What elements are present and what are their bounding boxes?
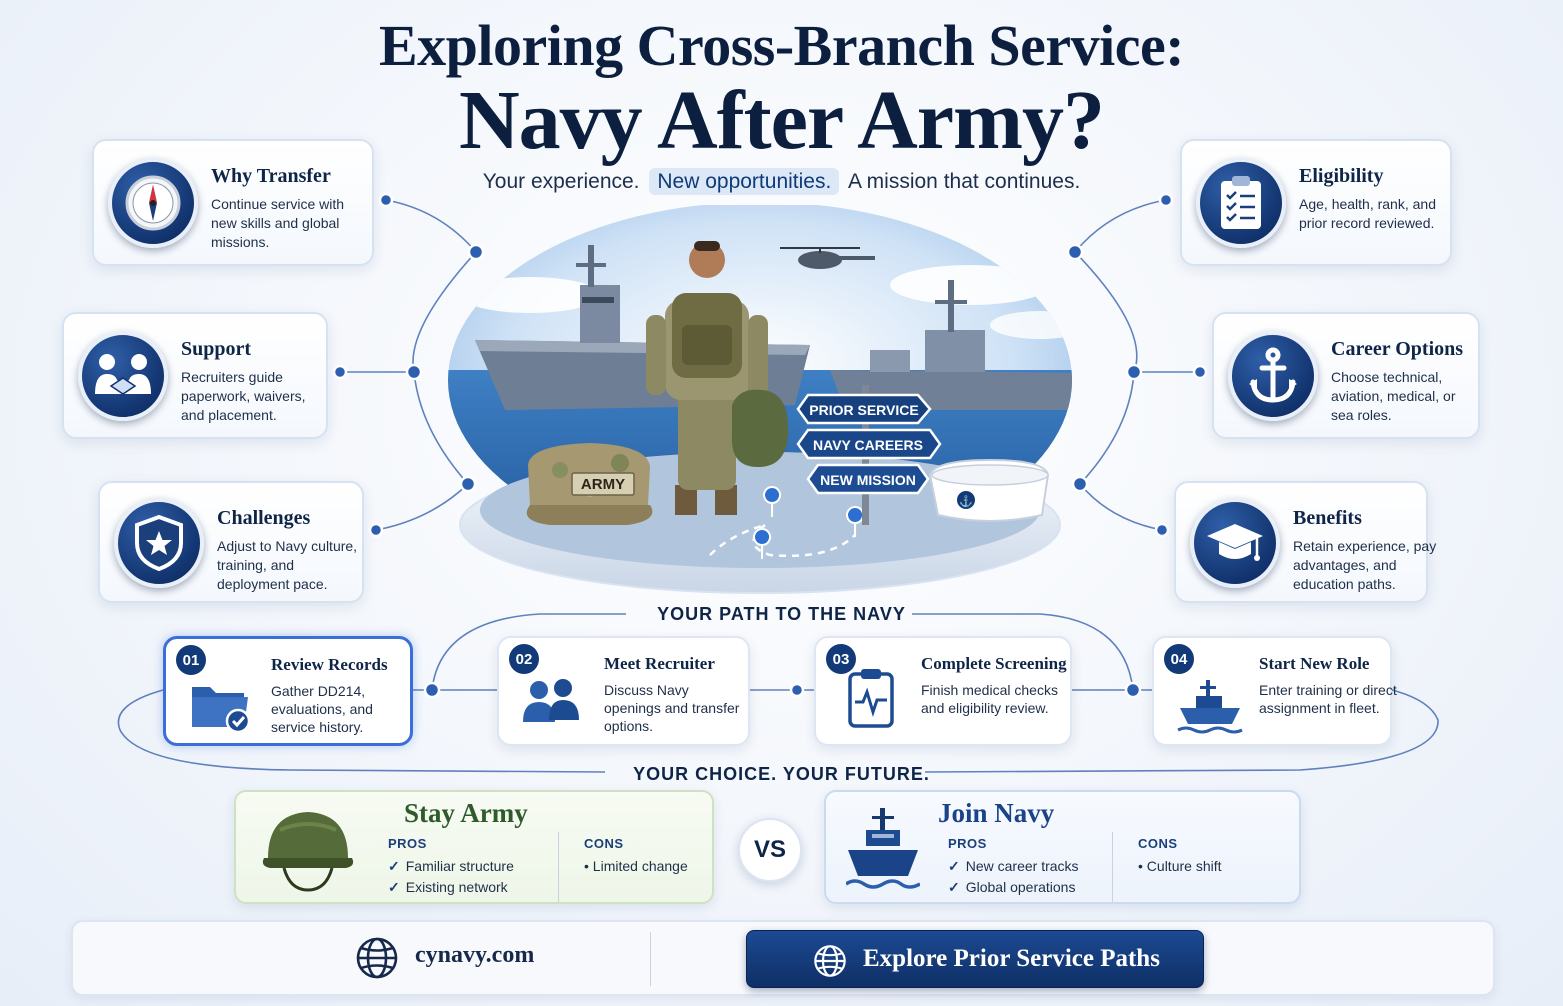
cap-label: ARMY xyxy=(581,476,625,493)
army-con-item: • Limited change xyxy=(584,858,688,874)
soldier-figure xyxy=(646,241,789,515)
step-meet-recruiter[interactable]: 02 Meet Recruiter Discuss Navy openings … xyxy=(497,636,750,746)
ship-icon xyxy=(1176,676,1244,743)
army-pros-list: ✓Familiar structure ✓Existing network xyxy=(388,856,514,898)
graduation-cap-icon xyxy=(1190,498,1280,588)
army-divider xyxy=(558,832,559,902)
page-title-line2: Navy After Army? xyxy=(459,74,1105,167)
card-description: Adjust to Navy culture, training, and de… xyxy=(217,538,358,592)
card-title: Eligibility xyxy=(1299,165,1384,187)
anchor-icon xyxy=(1228,331,1318,421)
step-number: 04 xyxy=(1164,644,1194,674)
shield-star-icon xyxy=(114,498,204,588)
medical-clipboard-icon xyxy=(846,666,896,735)
step-complete-screening[interactable]: 03 Complete Screening Finish medical che… xyxy=(814,636,1072,746)
tagline: Your experience. New opportunities. A mi… xyxy=(0,168,1563,195)
folder-check-icon xyxy=(188,677,254,740)
sign-navy-careers: NAVY CAREERS xyxy=(813,437,923,453)
navy-pros-label: PROS xyxy=(948,836,987,851)
globe-icon xyxy=(355,936,399,985)
army-pro-item: ✓Existing network xyxy=(388,879,508,895)
join-navy-title: Join Navy xyxy=(938,798,1055,828)
army-pros-label: PROS xyxy=(388,836,427,851)
footer-bar: cynavy.com Explore Prior Service Paths xyxy=(71,920,1495,996)
card-title: Support xyxy=(181,338,252,360)
card-description: Continue service with new skills and glo… xyxy=(211,196,345,250)
center-scene-illustration: ARMY PRIOR SERVICE NAVY CAREERS NEW MISS… xyxy=(448,205,1072,594)
step-number: 03 xyxy=(826,644,856,674)
step-number: 02 xyxy=(509,644,539,674)
card-challenges: Challenges Adjust to Navy culture, train… xyxy=(98,481,364,603)
people-icon xyxy=(521,676,581,731)
step-review-records[interactable]: 01 Review Records Gather DD214, evaluati… xyxy=(163,636,413,746)
card-support: Support Recruiters guide paperwork, waiv… xyxy=(62,312,328,439)
globe-icon xyxy=(813,944,847,983)
handshake-icon xyxy=(78,331,168,421)
explore-prior-service-button[interactable]: Explore Prior Service Paths xyxy=(746,930,1204,988)
step-title: Start New Role xyxy=(1259,654,1370,673)
navy-con-item: • Culture shift xyxy=(1138,858,1222,874)
check-icon: ✓ xyxy=(948,879,960,895)
step-description: Discuss Navy openings and transfer optio… xyxy=(604,682,740,734)
stay-army-panel: Stay Army PROS ✓Familiar structure ✓Exis… xyxy=(234,790,714,904)
navy-divider xyxy=(1112,832,1113,902)
choice-section-label: YOUR CHOICE. YOUR FUTURE. xyxy=(633,764,930,784)
navy-ship-icon xyxy=(845,804,921,899)
navy-cons-list: • Culture shift xyxy=(1138,856,1222,877)
card-title: Career Options xyxy=(1331,338,1464,360)
card-description: Retain experience, pay advantages, and e… xyxy=(1293,538,1437,592)
card-title: Benefits xyxy=(1293,507,1362,529)
page-title-line1: Exploring Cross-Branch Service: xyxy=(378,13,1185,78)
sign-prior-service: PRIOR SERVICE xyxy=(809,402,918,418)
tagline-highlight: New opportunities. xyxy=(649,168,840,195)
check-icon: ✓ xyxy=(388,879,400,895)
card-description: Age, health, rank, and prior record revi… xyxy=(1299,196,1436,231)
website-link[interactable]: cynavy.com xyxy=(415,942,535,968)
card-description: Recruiters guide paperwork, waivers, and… xyxy=(181,369,306,423)
footer-divider xyxy=(650,932,651,986)
army-cons-label: CONS xyxy=(584,836,624,851)
card-description: Choose technical, aviation, medical, or … xyxy=(1331,369,1456,423)
check-icon: ✓ xyxy=(388,858,400,874)
step-title: Complete Screening xyxy=(921,654,1067,673)
join-navy-panel: Join Navy PROS ✓New career tracks ✓Globa… xyxy=(824,790,1301,904)
army-cons-list: • Limited change xyxy=(584,856,688,877)
card-title: Challenges xyxy=(217,507,311,529)
step-number: 01 xyxy=(176,645,206,675)
navy-sailor-cap: ⚓ xyxy=(928,458,1050,522)
navy-pros-list: ✓New career tracks ✓Global operations xyxy=(948,856,1079,898)
army-cap: ARMY xyxy=(526,443,653,525)
cta-label: Explore Prior Service Paths xyxy=(863,945,1160,972)
card-benefits: Benefits Retain experience, pay advantag… xyxy=(1174,481,1436,603)
army-pro-item: ✓Familiar structure xyxy=(388,858,514,874)
card-career-options: Career Options Choose technical, aviatio… xyxy=(1212,312,1480,439)
step-title: Review Records xyxy=(271,655,388,674)
card-why-transfer: Why Transfer Continue service with new s… xyxy=(92,139,374,266)
vs-badge: VS xyxy=(738,818,802,882)
stay-army-title: Stay Army xyxy=(404,798,528,828)
step-description: Finish medical checks and eligibility re… xyxy=(921,682,1058,716)
navy-pro-item: ✓Global operations xyxy=(948,879,1076,895)
clipboard-checklist-icon xyxy=(1196,158,1286,248)
step-title: Meet Recruiter xyxy=(604,654,715,673)
navy-pro-item: ✓New career tracks xyxy=(948,858,1079,874)
step-description: Gather DD214, evaluations, and service h… xyxy=(271,683,373,735)
tagline-part1: Your experience. xyxy=(482,170,640,193)
step-description: Enter training or direct assignment in f… xyxy=(1259,682,1397,716)
sign-new-mission: NEW MISSION xyxy=(820,472,916,488)
card-title: Why Transfer xyxy=(211,165,331,187)
navy-cons-label: CONS xyxy=(1138,836,1178,851)
card-eligibility: Eligibility Age, health, rank, and prior… xyxy=(1180,139,1452,266)
signpost: PRIOR SERVICE NAVY CAREERS NEW MISSION xyxy=(796,393,942,495)
svg-text:⚓: ⚓ xyxy=(959,495,973,508)
army-helmet-icon xyxy=(260,800,356,901)
path-section-label: YOUR PATH TO THE NAVY xyxy=(657,604,906,624)
compass-icon xyxy=(108,158,198,248)
step-start-new-role[interactable]: 04 Start New Role Enter training or dire… xyxy=(1152,636,1397,746)
check-icon: ✓ xyxy=(948,858,960,874)
tagline-part2: A mission that continues. xyxy=(848,170,1081,193)
